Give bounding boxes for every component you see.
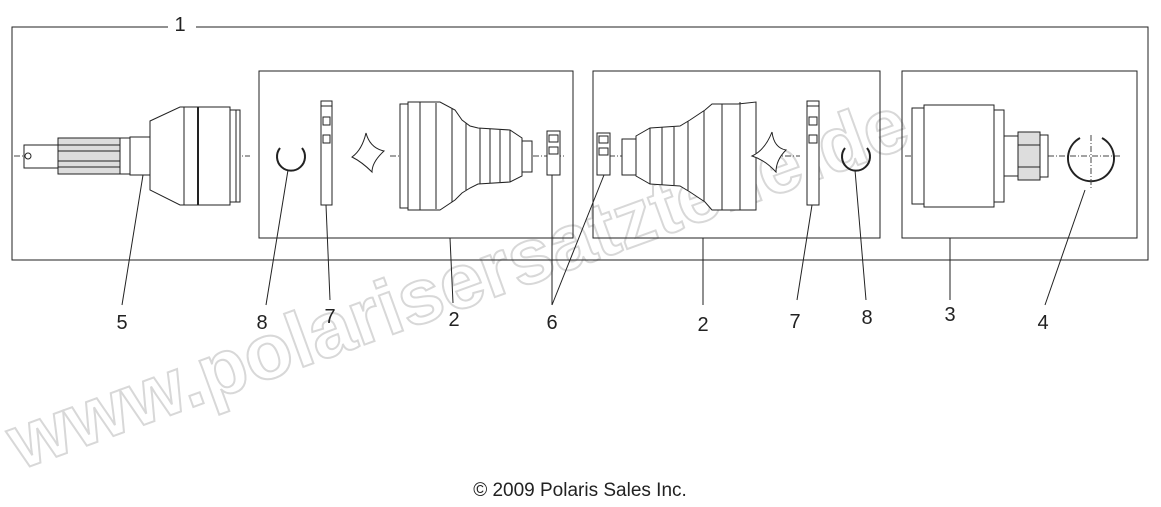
leader-lines (121, 169, 1086, 306)
callout-7-right: 7 (789, 311, 800, 333)
callout-4: 4 (1037, 312, 1048, 334)
callout-1: 1 (174, 14, 185, 36)
spider-right (750, 131, 788, 174)
callout-3: 3 (944, 304, 955, 326)
small-clamp-right (596, 132, 611, 176)
copyright: © 2009 Polaris Sales Inc. (473, 480, 687, 501)
callout-8-right: 8 (861, 307, 872, 329)
callout-6: 6 (546, 312, 557, 334)
spider-left (351, 132, 386, 174)
circlip-inner (1067, 135, 1115, 190)
large-clamp-left (320, 100, 333, 206)
boot-kit-box-inner (592, 70, 881, 239)
callout-7-left: 7 (324, 306, 335, 328)
boot-left (399, 101, 533, 211)
small-clamp-left (546, 130, 561, 176)
callout-5: 5 (116, 312, 127, 334)
callout-2-right: 2 (697, 314, 708, 336)
outer-cv-joint (23, 106, 241, 206)
callout-8-left: 8 (256, 312, 267, 334)
boot-right (621, 101, 757, 211)
assembly-box (11, 26, 1149, 261)
ring-left (276, 147, 306, 172)
ring-right (841, 147, 871, 172)
boot-kit-box-outer (258, 70, 574, 239)
inner-cv-joint (911, 104, 1049, 208)
inner-joint-box (901, 70, 1138, 239)
large-clamp-right (806, 100, 820, 206)
callout-2-left: 2 (448, 309, 459, 331)
